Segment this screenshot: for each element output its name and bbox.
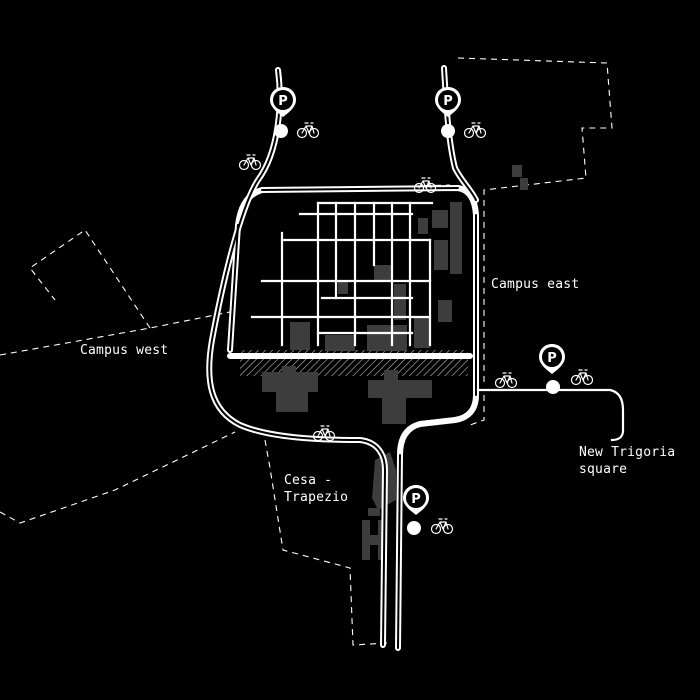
- bicycle-icon: [296, 122, 320, 139]
- bicycle-icon: [463, 122, 487, 139]
- parking-pin-icon[interactable]: P: [403, 485, 429, 515]
- parking-pin-icon[interactable]: P: [539, 344, 565, 374]
- building: [432, 210, 448, 228]
- road-network: [206, 65, 625, 651]
- building: [394, 284, 406, 320]
- building: [290, 322, 310, 350]
- boundary-cesa-trapezio: [264, 439, 389, 646]
- building: [374, 265, 392, 280]
- boundary-campus-west: [0, 229, 231, 356]
- svg-text:P: P: [443, 94, 453, 109]
- building: [450, 202, 462, 274]
- nodes: [274, 124, 560, 535]
- svg-text:P: P: [547, 351, 557, 366]
- street-grid: [228, 201, 472, 358]
- building-central: [368, 370, 432, 424]
- building-west: [262, 366, 318, 412]
- road-trigoria: [476, 388, 625, 442]
- boundary-north-east: [457, 57, 613, 382]
- bicycle-icon: [570, 369, 594, 386]
- building: [520, 178, 528, 190]
- building: [338, 280, 348, 294]
- building: [512, 165, 522, 177]
- label-campus-west: Campus west: [80, 343, 169, 358]
- boundary-south-west: [0, 431, 236, 524]
- building: [438, 300, 452, 322]
- label-cesa-trapezio: Cesa - Trapezio: [284, 473, 349, 505]
- buildings: [262, 165, 528, 560]
- building: [368, 508, 380, 516]
- svg-text:P: P: [411, 492, 421, 507]
- parking-pin-icon[interactable]: P: [270, 87, 296, 117]
- building: [367, 325, 407, 351]
- building: [434, 240, 448, 270]
- building: [414, 318, 430, 348]
- boundary-east-lower: [469, 395, 485, 426]
- label-campus-east: Campus east: [491, 277, 580, 292]
- label-new-trigoria-square: New Trigoria square: [579, 445, 676, 477]
- building-south-h: [362, 520, 386, 560]
- building: [325, 335, 355, 351]
- bicycle-icon: [430, 518, 454, 535]
- parking-pin-icon[interactable]: P: [435, 87, 461, 117]
- bicycle-icon: [238, 154, 262, 171]
- svg-text:P: P: [278, 94, 288, 109]
- bicycle-icon: [494, 372, 518, 389]
- building: [418, 218, 428, 234]
